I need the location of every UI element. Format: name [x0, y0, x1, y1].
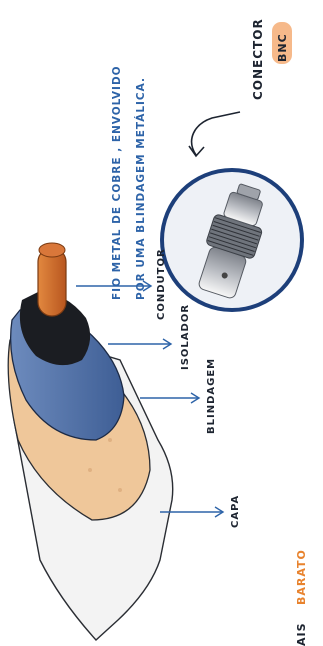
- description-line-1: FIO METAL DE COBRE , ENVOLVIDO: [111, 65, 123, 300]
- connector-label-group: CONECTOR BNC: [251, 18, 292, 100]
- coaxial-cable-icon: [8, 243, 173, 640]
- connector-title: CONECTOR: [251, 18, 265, 100]
- bottom-note: AIS BARATO: [295, 549, 308, 646]
- label-capa: CAPA: [230, 495, 241, 528]
- bnc-connector-icon: [160, 168, 304, 312]
- bottom-prefix: AIS: [295, 622, 308, 646]
- connector-arrow: [192, 112, 240, 155]
- callout-blindagem: BLINDAGEM: [140, 358, 217, 434]
- description-group: FIO METAL DE COBRE , ENVOLVIDO POR UMA B…: [111, 65, 147, 300]
- connector-badge-text: BNC: [276, 33, 289, 62]
- label-condutor: CONDUTOR: [156, 248, 167, 320]
- label-blindagem: BLINDAGEM: [206, 358, 217, 434]
- label-isolador: ISOLADOR: [180, 304, 191, 370]
- connector-arrowhead: [189, 146, 204, 156]
- description-line-2: POR UMA BLINDAGEM METÁLICA.: [134, 77, 147, 300]
- bottom-highlight: BARATO: [295, 549, 308, 605]
